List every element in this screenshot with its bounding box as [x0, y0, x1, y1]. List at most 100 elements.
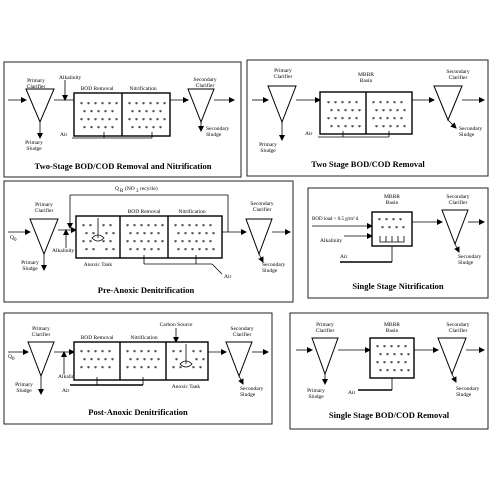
media-carrier-icon: * — [378, 218, 381, 224]
media-carrier-icon: * — [205, 232, 208, 238]
secondary-clarifier-label-line2: Clarifier — [196, 82, 215, 89]
media-carrier-icon: * — [330, 109, 333, 115]
media-carrier-icon: * — [386, 101, 389, 107]
air-label: Air — [340, 254, 348, 260]
secondary-sludge-label-line2: Sludge — [240, 392, 256, 398]
media-carrier-icon: * — [172, 366, 175, 372]
media-carrier-icon: * — [83, 358, 86, 364]
secondary-sludge-arrow — [238, 375, 244, 385]
media-carrier-icon: * — [133, 350, 136, 356]
media-carrier-icon: * — [109, 224, 112, 230]
secondary-clarifier-label-line2: Clarifier — [449, 327, 468, 334]
media-carrier-icon: * — [104, 126, 107, 132]
media-carrier-icon: * — [389, 125, 392, 131]
tank1-label: BOD Removal — [81, 86, 114, 92]
media-carrier-icon: * — [94, 102, 97, 108]
media-carrier-icon: * — [142, 118, 145, 124]
media-carrier-icon: * — [386, 369, 389, 375]
media-carrier-icon: * — [385, 218, 388, 224]
media-carrier-icon: * — [92, 232, 95, 238]
media-carrier-icon: * — [126, 224, 129, 230]
media-carrier-icon: * — [400, 369, 403, 375]
media-carrier-icon: * — [109, 240, 112, 246]
primary-sludge-label-line2: Sludge — [16, 388, 32, 394]
media-carrier-icon: * — [136, 232, 139, 238]
inflow-label: Q — [10, 235, 14, 241]
recycle-label-sub: 3 — [136, 189, 139, 194]
media-carrier-icon: * — [191, 232, 194, 238]
primary-clarifier-label-line2: Clarifier — [27, 83, 46, 90]
tank2-label: Nitrification — [130, 334, 157, 341]
media-carrier-icon: * — [135, 118, 138, 124]
media-carrier-icon: * — [195, 240, 198, 246]
basin-label-line1: MBBR — [384, 322, 400, 328]
mixer-impeller — [91, 234, 105, 242]
media-carrier-icon: * — [400, 117, 403, 123]
media-group: ****************************************… — [80, 102, 166, 132]
secondary-sludge-label-line1: Secondary — [458, 254, 481, 260]
media-carrier-icon: * — [108, 366, 111, 372]
media-carrier-icon: * — [129, 358, 132, 364]
media-carrier-icon: * — [87, 102, 90, 108]
air-label: Air — [348, 390, 356, 396]
media-carrier-icon: * — [383, 345, 386, 351]
media-carrier-icon: * — [104, 358, 107, 364]
media-carrier-icon: * — [386, 117, 389, 123]
media-carrier-icon: * — [393, 101, 396, 107]
media-carrier-icon: * — [177, 248, 180, 254]
media-carrier-icon: * — [341, 101, 344, 107]
media-carrier-icon: * — [140, 224, 143, 230]
media-carrier-icon: * — [337, 125, 340, 131]
media-carrier-icon: * — [397, 361, 400, 367]
media-carrier-icon: * — [150, 248, 153, 254]
media-carrier-icon: * — [94, 118, 97, 124]
media-carrier-icon: * — [82, 240, 85, 246]
primary-clarifier — [27, 341, 55, 378]
media-carrier-icon: * — [157, 358, 160, 364]
recycle-label-r: R — [120, 189, 124, 194]
media-carrier-icon: * — [334, 101, 337, 107]
media-carrier-icon: * — [403, 109, 406, 115]
tank1-label: BOD Removal — [128, 209, 161, 215]
primary-clarifier-label-line2: Clarifier — [35, 207, 54, 214]
media-carrier-icon: * — [80, 118, 83, 124]
basin-label-line2: Basin — [386, 328, 399, 334]
media-carrier-icon: * — [136, 358, 139, 364]
media-carrier-icon: * — [375, 125, 378, 131]
recycle-label-tail: recycle) — [140, 185, 158, 192]
media-carrier-icon: * — [108, 350, 111, 356]
secondary-sludge-label-line2: Sludge — [206, 132, 222, 138]
media-carrier-icon: * — [102, 224, 105, 230]
media-carrier-icon: * — [126, 240, 129, 246]
media-carrier-icon: * — [154, 240, 157, 246]
primary-clarifier — [311, 337, 339, 376]
media-group: ****************************************… — [80, 350, 205, 372]
media-carrier-icon: * — [351, 125, 354, 131]
primary-clarifier-label-line2: Clarifier — [32, 331, 51, 338]
media-carrier-icon: * — [97, 358, 100, 364]
panel-caption: Single Stage Nitrification — [352, 281, 443, 291]
media-carrier-icon: * — [140, 366, 143, 372]
secondary-sludge-label-line2: Sludge — [456, 392, 472, 398]
media-carrier-icon: * — [97, 110, 100, 116]
media-carrier-icon: * — [82, 224, 85, 230]
air-label: Air — [224, 274, 232, 280]
inflow-subscript: 0 — [12, 357, 15, 362]
media-carrier-icon: * — [184, 248, 187, 254]
media-carrier-icon: * — [172, 350, 175, 356]
media-carrier-icon: * — [149, 102, 152, 108]
primary-clarifier-label-line1: Primary — [316, 322, 334, 328]
inflow-subscript: 0 — [14, 238, 17, 243]
media-carrier-icon: * — [400, 101, 403, 107]
media-carrier-icon: * — [396, 109, 399, 115]
media-carrier-icon: * — [92, 248, 95, 254]
media-group: **************************************** — [327, 101, 406, 131]
secondary-clarifier — [245, 218, 273, 256]
media-carrier-icon: * — [199, 350, 202, 356]
media-carrier-icon: * — [177, 232, 180, 238]
media-carrier-icon: * — [395, 226, 398, 232]
media-carrier-icon: * — [135, 102, 138, 108]
alkalinity-label: Alkalinity — [320, 238, 343, 244]
secondary-sludge-label-line2: Sludge — [262, 268, 278, 274]
